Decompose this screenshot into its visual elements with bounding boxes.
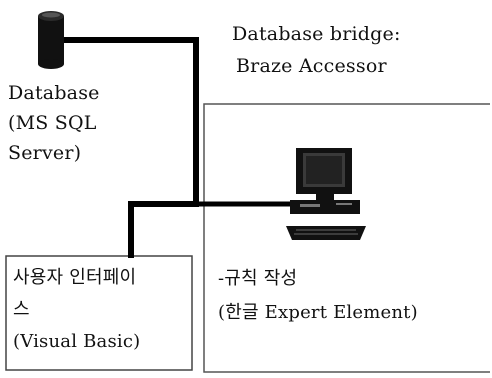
rule-authoring-box bbox=[203, 103, 490, 373]
bridge-label-line-1: Database bridge: bbox=[232, 23, 401, 45]
user-interface-label-line-3: (Visual Basic) bbox=[13, 331, 141, 352]
database-cylinder-icon bbox=[38, 11, 64, 69]
database-label-line-1: Database bbox=[8, 82, 100, 104]
computer-workstation-icon bbox=[286, 148, 366, 240]
database-label-line-3: Server) bbox=[8, 142, 82, 164]
database-label: Database (MS SQL Server) bbox=[8, 78, 100, 168]
user-interface-box bbox=[5, 255, 193, 371]
rule-authoring-label-line-2: (한글 Expert Element) bbox=[218, 302, 418, 323]
user-interface-label-line-1: 사용자 인터페이 bbox=[13, 267, 137, 288]
database-label-line-2: (MS SQL bbox=[8, 112, 97, 134]
bridge-label-line-2: Braze Accessor bbox=[236, 55, 387, 77]
user-interface-label-line-2: 스 bbox=[13, 299, 30, 320]
rule-authoring-label-line-1: -규칙 작성 bbox=[218, 268, 298, 289]
rule-authoring-label: -규칙 작성 (한글 Expert Element) bbox=[218, 262, 418, 330]
user-interface-label: 사용자 인터페이 스 (Visual Basic) bbox=[13, 262, 140, 358]
bridge-label: Database bridge: Braze Accessor bbox=[232, 18, 401, 82]
